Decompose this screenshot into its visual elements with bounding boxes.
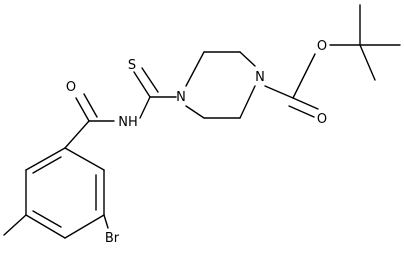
bond-ring-inner-2 [32,210,62,228]
atom-label-ester-oxygen-top: O [317,39,327,54]
bond-tbu-down [359,44,376,81]
bond-carbamate-o [292,53,316,99]
bond-ring-inner-1 [32,156,62,174]
atom-label-amide-nh: NH [118,115,138,130]
bond-ring-f-a [64,147,105,171]
bond-thio-cs-2 [141,67,159,93]
bond-carbamate-co-1 [292,97,319,110]
atom-labels: S N N NH O O O Br [66,39,327,246]
bond-n-carbamate [264,85,294,99]
bond-ring-c-d [25,214,66,239]
bond-pip-1 [185,51,205,87]
bond-nh-thio [139,96,151,119]
atom-label-piperazine-n-right: N [255,70,265,85]
atom-label-carbonyl-oxygen: O [317,112,327,127]
bond-ring-a-b [25,147,66,171]
bond-amide-co-1 [75,97,90,122]
atom-label-bromine: Br [105,231,120,246]
bond-carbamate-co-2 [288,105,315,118]
atom-label-sulfur: S [128,58,136,73]
bond-pip-6 [185,105,205,119]
bond-ring-d-e [64,214,105,239]
bond-methyl [3,214,27,236]
bond-amide-co-2 [83,93,98,118]
bond-thio-cs-1 [133,71,151,98]
bond-aryl-carbonyl [64,120,90,149]
bond-pip-3 [239,51,256,67]
bond-pip-4 [239,85,256,119]
atom-label-piperazine-n-left: N [176,90,186,105]
bonds [3,4,401,239]
bond-bromo [103,214,109,229]
atom-label-amide-oxygen: O [66,80,76,95]
